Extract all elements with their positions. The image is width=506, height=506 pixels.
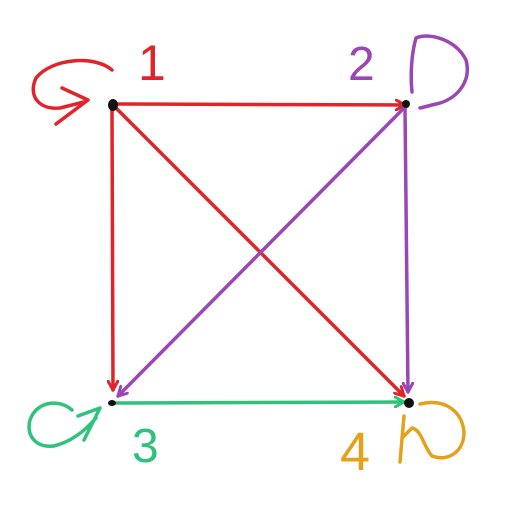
node-1-dot (108, 99, 118, 111)
node-2-dot (402, 100, 410, 108)
edges-group (112, 104, 408, 403)
self-loop-node-4 (398, 400, 466, 464)
node-3-label: 3 (132, 420, 159, 473)
node-4-dot (404, 398, 414, 408)
self-loop-node-1 (31, 58, 114, 126)
edge-2-to-3 (116, 106, 406, 398)
node-3-dot (108, 400, 116, 406)
node-1-label: 1 (138, 35, 166, 91)
node-4-label: 4 (340, 422, 370, 482)
edge-2-to-4 (405, 106, 408, 394)
edge-3-to-4 (113, 402, 406, 403)
self-loops-group (27, 34, 469, 464)
edge-1-to-2 (110, 104, 407, 105)
self-loop-node-2 (409, 34, 469, 110)
node-dots-group (108, 99, 414, 408)
edge-1-to-3 (112, 106, 113, 392)
node-2-label: 2 (348, 38, 375, 91)
self-loop-node-3 (27, 401, 102, 448)
